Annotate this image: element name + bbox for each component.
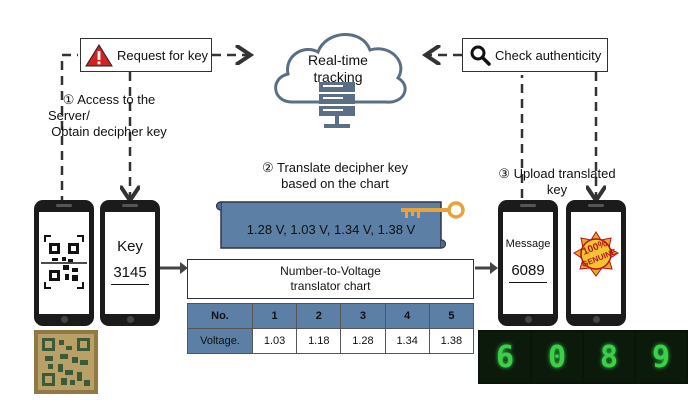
- digit-tile: 9: [636, 332, 686, 382]
- chart-voltage-row: Voltage. 1.03 1.18 1.28 1.34 1.38: [187, 328, 475, 354]
- key-value: 3145: [113, 264, 147, 281]
- chart-cell: 1.34: [384, 328, 430, 354]
- translator-chart-title: Number-to-Voltage translator chart: [187, 259, 474, 299]
- chart-header-cell: 2: [296, 303, 342, 329]
- chart-title-line1: Number-to-Voltage: [280, 264, 381, 278]
- genuine-badge-icon: [573, 231, 619, 277]
- step3-label: ③ Upload translated key: [482, 166, 632, 198]
- message-phone: Message 6089: [498, 200, 558, 326]
- message-value: 6089: [511, 262, 545, 279]
- digit-tile: 0: [532, 332, 582, 382]
- chart-header-row: No. 1 2 3 4 5: [187, 303, 475, 329]
- key-underline: [111, 284, 149, 285]
- qr-phone: [34, 200, 94, 326]
- physical-qr-photo: [34, 330, 98, 394]
- scroll-voltages-text: 1.28 V, 1.03 V, 1.34 V, 1.38 V: [246, 222, 416, 237]
- message-title: Message: [505, 238, 551, 250]
- step2-label: ② Translate decipher key based on the ch…: [240, 160, 430, 192]
- request-for-key-box: Request for key: [80, 38, 212, 72]
- key-icon: [401, 201, 465, 219]
- chart-title-line2: translator chart: [290, 279, 371, 293]
- cloud-label: Real-time tracking: [300, 52, 376, 86]
- step3-line1: ③ Upload translated: [498, 166, 616, 181]
- key-phone: Key 3145: [100, 200, 160, 326]
- chart-cell: 1.03: [251, 328, 298, 354]
- key-phone-screen: Key 3145: [105, 212, 155, 314]
- chart-header-cell: 3: [340, 303, 386, 329]
- chart-header-cell: 5: [428, 303, 475, 329]
- cloud-label-line1: Real-time: [308, 52, 368, 68]
- chart-cell: 1.18: [296, 328, 342, 354]
- step2-line2: based on the chart: [281, 176, 389, 191]
- magnifier-icon: [470, 45, 491, 66]
- cloud-icon: [274, 33, 407, 128]
- server-icon: [319, 82, 355, 128]
- genuine-phone-screen: 100% GENUINE: [571, 212, 621, 314]
- check-authenticity-label: Check authenticity: [495, 47, 602, 63]
- translator-chart-table: No. 1 2 3 4 5 Voltage. 1.03 1.18 1.28 1.…: [187, 303, 475, 354]
- qr-phone-screen: [39, 212, 89, 314]
- check-authenticity-box: Check authenticity: [462, 38, 608, 72]
- chart-cell: 1.38: [428, 328, 475, 354]
- digit-tile: 6: [480, 332, 530, 382]
- digit-tile: 8: [584, 332, 634, 382]
- genuine-phone: 100% GENUINE: [566, 200, 626, 326]
- message-phone-screen: Message 6089: [503, 212, 553, 314]
- chart-header-cell: No.: [187, 303, 253, 329]
- chart-row-head: Voltage.: [187, 328, 253, 354]
- step3-line2: key: [546, 182, 568, 197]
- step1-line3: Obtain decipher key: [51, 124, 167, 139]
- decipher-key-scroll: [215, 201, 465, 249]
- step2-line1: ② Translate decipher key: [261, 160, 409, 175]
- qr-code-icon: [41, 235, 87, 289]
- left-phone-to-request-line: [60, 53, 78, 205]
- chart-header-cell: 1: [251, 303, 298, 329]
- chart-cell: 1.28: [340, 328, 386, 354]
- step1-label: ① Access to the Server/ Obtain decipher …: [44, 92, 174, 140]
- chart-header-cell: 4: [384, 303, 430, 329]
- message-underline: [509, 282, 547, 283]
- key-title: Key: [117, 238, 143, 255]
- step1-line2: Server/: [48, 108, 90, 123]
- warning-icon: [85, 44, 113, 67]
- step1-line1: ① Access to the: [62, 92, 156, 107]
- request-for-key-label: Request for key: [117, 47, 209, 63]
- cloud-label-line2: tracking: [313, 69, 363, 85]
